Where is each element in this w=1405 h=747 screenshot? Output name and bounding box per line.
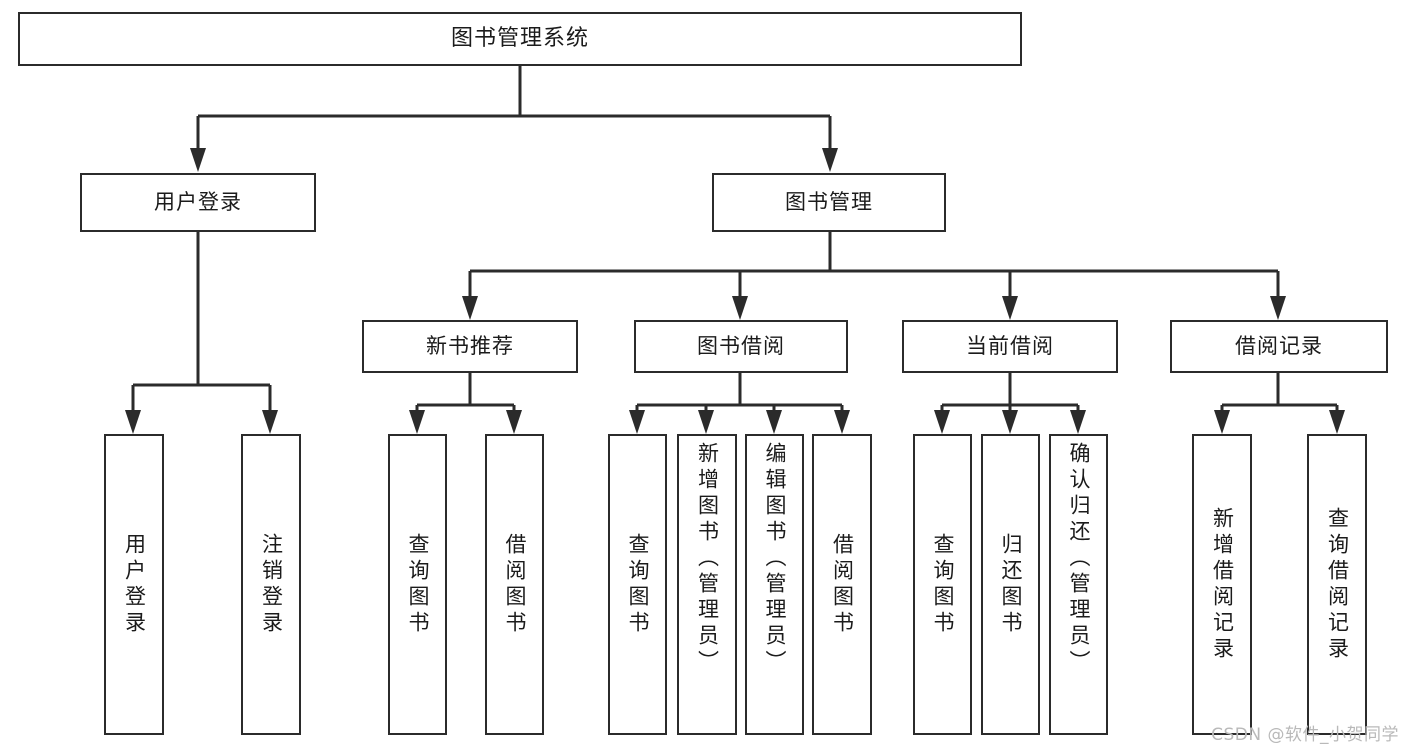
leaf-borrow-query-book[interactable]: 查询图书 — [608, 434, 667, 735]
leaf-borrow-add-book[interactable]: 新增图书（管理员） — [677, 434, 737, 735]
arrow-newbook-leaf-2 — [506, 410, 522, 434]
leaf-borrow-query-book-label: 查询图书 — [626, 532, 650, 637]
node-user-login-label: 用户登录 — [154, 189, 242, 214]
leaf-current-return-book-label: 归还图书 — [999, 532, 1023, 637]
leaf-new-book-query[interactable]: 查询图书 — [388, 434, 447, 735]
arrow-userlogin-leaf-2 — [262, 410, 278, 434]
leaf-current-confirm-return[interactable]: 确认归还（管理员） — [1049, 434, 1108, 735]
arrow-root-to-user-login — [190, 148, 206, 172]
leaf-borrow-borrow-book-label: 借阅图书 — [830, 532, 855, 637]
node-current-borrow-label: 当前借阅 — [966, 333, 1054, 358]
arrow-bookmgmt-child-4 — [1270, 296, 1286, 320]
arrow-current-leaf-2 — [1002, 410, 1018, 434]
watermark: CSDN @软件_小贺同学 — [1211, 725, 1399, 745]
arrow-current-leaf-3 — [1070, 410, 1086, 434]
node-book-management[interactable]: 图书管理 — [712, 173, 946, 232]
arrow-bookmgmt-child-1 — [462, 296, 478, 320]
node-root-label: 图书管理系统 — [450, 25, 589, 51]
node-book-borrow-label: 图书借阅 — [697, 333, 785, 358]
leaf-user-login-login-label: 用户登录 — [122, 532, 147, 637]
node-book-management-label: 图书管理 — [785, 189, 873, 214]
node-book-borrow[interactable]: 图书借阅 — [634, 320, 848, 373]
arrow-newbook-leaf-1 — [409, 410, 425, 434]
arrow-userlogin-leaf-1 — [125, 410, 141, 434]
leaf-user-login-login[interactable]: 用户登录 — [104, 434, 164, 735]
leaf-borrow-edit-book[interactable]: 编辑图书（管理员） — [745, 434, 804, 735]
arrow-root-to-book-mgmt — [822, 148, 838, 172]
leaf-current-query-book-label: 查询图书 — [931, 532, 955, 637]
node-user-login[interactable]: 用户登录 — [80, 173, 316, 232]
arrow-bookmgmt-child-2 — [732, 296, 748, 320]
arrow-borrow-leaf-3 — [766, 410, 782, 434]
node-borrow-record[interactable]: 借阅记录 — [1170, 320, 1388, 373]
arrow-record-leaf-2 — [1329, 410, 1345, 434]
node-current-borrow[interactable]: 当前借阅 — [902, 320, 1118, 373]
leaf-new-book-borrow[interactable]: 借阅图书 — [485, 434, 544, 735]
node-root[interactable]: 图书管理系统 — [18, 12, 1022, 66]
node-new-book-recommend-label: 新书推荐 — [426, 333, 514, 358]
leaf-user-login-logout[interactable]: 注销登录 — [241, 434, 301, 735]
leaf-current-query-book[interactable]: 查询图书 — [913, 434, 972, 735]
arrow-borrow-leaf-4 — [834, 410, 850, 434]
leaf-borrow-borrow-book[interactable]: 借阅图书 — [812, 434, 872, 735]
leaf-user-login-logout-label: 注销登录 — [259, 532, 284, 637]
leaf-borrow-add-book-label: 新增图书（管理员） — [695, 442, 720, 676]
arrow-record-leaf-1 — [1214, 410, 1230, 434]
arrow-bookmgmt-child-3 — [1002, 296, 1018, 320]
node-borrow-record-label: 借阅记录 — [1235, 333, 1323, 358]
leaf-record-query-record-label: 查询借阅记录 — [1325, 506, 1350, 663]
leaf-current-return-book[interactable]: 归还图书 — [981, 434, 1040, 735]
arrow-borrow-leaf-1 — [629, 410, 645, 434]
leaf-new-book-query-label: 查询图书 — [406, 532, 430, 637]
leaf-current-confirm-return-label: 确认归还（管理员） — [1067, 442, 1091, 676]
leaf-record-add-record[interactable]: 新增借阅记录 — [1192, 434, 1252, 735]
leaf-record-add-record-label: 新增借阅记录 — [1210, 506, 1235, 663]
leaf-new-book-borrow-label: 借阅图书 — [503, 532, 527, 637]
node-new-book-recommend[interactable]: 新书推荐 — [362, 320, 578, 373]
leaf-record-query-record[interactable]: 查询借阅记录 — [1307, 434, 1367, 735]
arrow-borrow-leaf-2 — [698, 410, 714, 434]
leaf-borrow-edit-book-label: 编辑图书（管理员） — [763, 442, 787, 676]
arrow-current-leaf-1 — [934, 410, 950, 434]
